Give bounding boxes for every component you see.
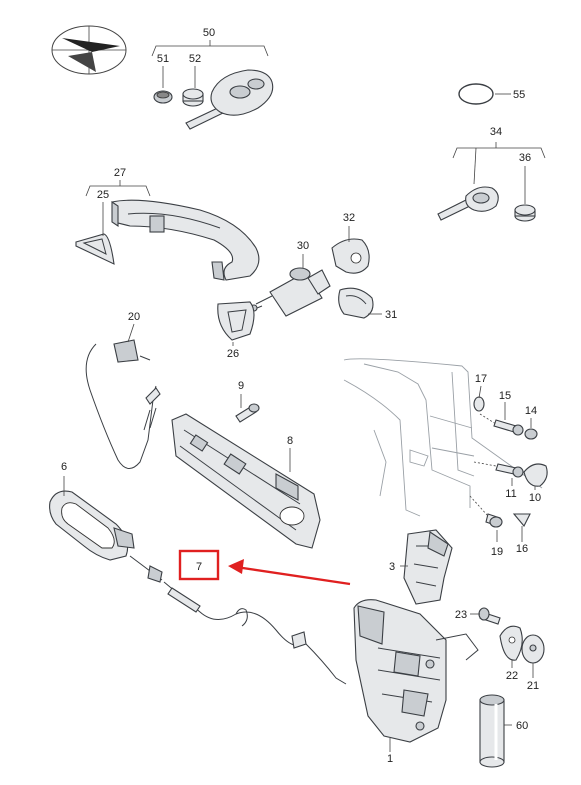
bracket-27 xyxy=(85,180,151,197)
leader-lines-door xyxy=(469,413,497,517)
label-27: 27 xyxy=(114,167,126,179)
label-14: 14 xyxy=(525,405,537,417)
part-55-ring xyxy=(458,83,511,105)
part-8-handle-bracket xyxy=(171,413,321,549)
part-27-door-handle xyxy=(111,199,260,281)
label-52: 52 xyxy=(189,53,201,65)
label-22: 22 xyxy=(506,670,518,682)
label-11: 11 xyxy=(505,488,516,500)
label-30: 30 xyxy=(297,240,309,252)
part-22-plate xyxy=(499,625,523,668)
label-34: 34 xyxy=(490,126,502,138)
part-52-battery xyxy=(182,66,204,107)
label-50: 50 xyxy=(203,27,215,39)
part-7-cable xyxy=(129,555,347,685)
label-21: 21 xyxy=(527,680,539,692)
label-3: 3 xyxy=(389,561,395,573)
label-36: 36 xyxy=(519,152,531,164)
label-31: 31 xyxy=(385,309,397,321)
highlight-arrow xyxy=(228,559,351,586)
part-30-lock-cylinder xyxy=(250,254,331,317)
label-26: 26 xyxy=(227,348,239,360)
part-25-gasket xyxy=(75,202,115,265)
part-36-cap xyxy=(514,166,536,222)
label-32: 32 xyxy=(343,212,355,224)
label-6: 6 xyxy=(61,461,67,473)
part-20-cable xyxy=(85,323,161,469)
label-51: 51 xyxy=(157,53,169,65)
label-9: 9 xyxy=(238,380,244,392)
part-50-remote-key xyxy=(185,69,274,130)
label-55: 55 xyxy=(513,89,525,101)
part-23-bolt xyxy=(470,607,501,625)
part-21-cover xyxy=(521,634,545,678)
part-14-nut xyxy=(524,418,538,440)
part-19-bolt xyxy=(485,513,503,542)
part-11-bolt xyxy=(495,463,524,486)
part-15-bolt xyxy=(493,402,524,436)
door-panel-outline xyxy=(343,358,543,517)
label-10: 10 xyxy=(529,492,541,504)
part-60-spray-can xyxy=(479,694,512,768)
part-3-cover xyxy=(400,529,453,605)
part-32-cover xyxy=(331,226,370,274)
label-7: 7 xyxy=(196,561,202,573)
part-31-cap xyxy=(338,287,382,319)
label-20: 20 xyxy=(128,311,140,323)
label-15: 15 xyxy=(499,390,511,402)
part-17-plug xyxy=(473,385,485,412)
part-51-button xyxy=(153,66,173,104)
label-1: 1 xyxy=(387,753,393,765)
part-6-inner-handle xyxy=(49,476,135,561)
label-19: 19 xyxy=(491,546,503,558)
part-34-key xyxy=(437,186,499,221)
bracket-34 xyxy=(452,142,546,185)
part-9-screw xyxy=(235,394,260,423)
label-16: 16 xyxy=(516,543,528,555)
part-10-cap xyxy=(523,463,548,490)
label-60: 60 xyxy=(516,720,528,732)
part-26-trim xyxy=(217,301,255,346)
label-8: 8 xyxy=(287,435,293,447)
direction-logo-icon xyxy=(51,25,127,75)
label-23: 23 xyxy=(455,609,467,621)
label-25: 25 xyxy=(97,189,109,201)
bracket-50 xyxy=(151,40,269,57)
label-17: 17 xyxy=(475,373,487,385)
part-1-door-lock xyxy=(353,599,479,752)
part-16-plug xyxy=(512,513,531,542)
highlight-box-7 xyxy=(178,549,220,581)
